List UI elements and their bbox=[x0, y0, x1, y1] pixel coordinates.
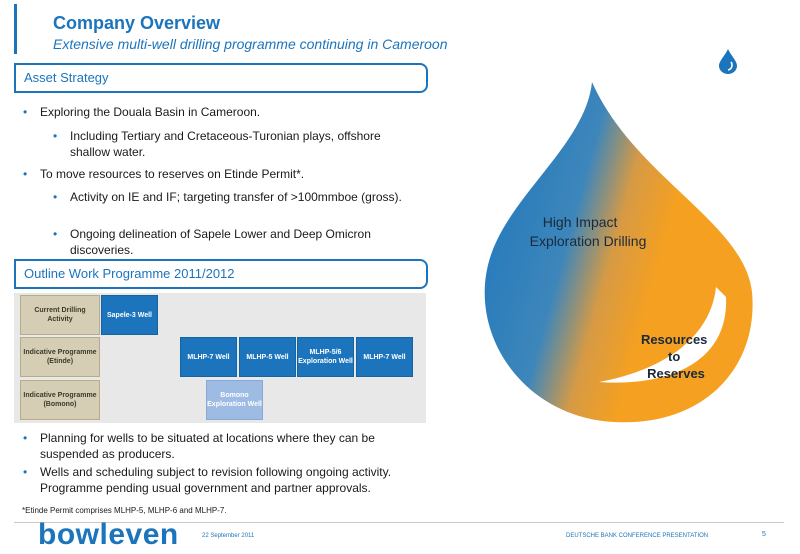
drop-graphic: High Impact Exploration Drilling Resourc… bbox=[484, 82, 753, 423]
bullet-glyph: • bbox=[53, 190, 58, 204]
row-label-etinde: Indicative Programme (Etinde) bbox=[20, 337, 100, 377]
bullet-text: Ongoing delineation of Sapele Lower and … bbox=[70, 227, 371, 257]
bullet-glyph: • bbox=[53, 227, 58, 241]
bullet-glyph: • bbox=[53, 129, 58, 143]
asset-strategy-title: Asset Strategy bbox=[24, 70, 109, 85]
bullet-text: Wells and scheduling subject to revision… bbox=[40, 465, 392, 495]
water-drop-icon bbox=[719, 49, 737, 74]
bullet-glyph: • bbox=[23, 105, 28, 119]
graphic-lower-line-1: Resources bbox=[641, 332, 707, 347]
bullet-item: • Ongoing delineation of Sapele Lower an… bbox=[53, 226, 420, 258]
asset-strategy-header: Asset Strategy bbox=[14, 63, 428, 93]
bullet-item: • Exploring the Douala Basin in Cameroon… bbox=[23, 104, 420, 120]
drop-shape bbox=[484, 82, 753, 423]
graphic-lower-line-2: to bbox=[668, 349, 680, 364]
bullet-text: Planning for wells to be situated at loc… bbox=[40, 431, 375, 461]
page-number: 5 bbox=[762, 531, 766, 538]
page-subtitle: Extensive multi-well drilling programme … bbox=[53, 36, 448, 52]
footer-date: 22 September 2011 bbox=[202, 533, 255, 539]
well-mlhp-7: MLHP-7 Well bbox=[180, 337, 237, 377]
well-bomono-exploration: Bomono Exploration Well bbox=[206, 380, 263, 420]
graphic-lower-text: Resources to Reserves bbox=[641, 332, 711, 381]
graphic-upper-text: High Impact Exploration Drilling bbox=[530, 214, 647, 249]
outline-programme-title: Outline Work Programme 2011/2012 bbox=[24, 266, 235, 281]
graphic-upper-line-2: Exploration Drilling bbox=[530, 233, 647, 249]
row-label-current-drilling: Current Drilling Activity bbox=[20, 295, 100, 335]
graphic-lower-line-3: Reserves bbox=[647, 366, 705, 381]
bullet-item: • Including Tertiary and Cretaceous-Turo… bbox=[53, 128, 420, 160]
bullet-text: To move resources to reserves on Etinde … bbox=[40, 167, 305, 181]
bullet-text: Exploring the Douala Basin in Cameroon. bbox=[40, 105, 261, 119]
drop-highlight bbox=[599, 287, 727, 383]
outline-programme-header: Outline Work Programme 2011/2012 bbox=[14, 259, 428, 289]
bullet-item: • Wells and scheduling subject to revisi… bbox=[23, 464, 420, 496]
bullet-glyph: • bbox=[23, 465, 28, 479]
well-mlhp-5: MLHP-5 Well bbox=[239, 337, 296, 377]
row-label-bomono: Indicative Programme (Bomono) bbox=[20, 380, 100, 420]
footnote: *Etinde Permit comprises MLHP-5, MLHP-6 … bbox=[22, 506, 227, 515]
bullet-glyph: • bbox=[23, 167, 28, 181]
bullet-item: • Activity on IE and IF; targeting trans… bbox=[53, 189, 420, 205]
bullet-text: Including Tertiary and Cretaceous-Turoni… bbox=[70, 129, 381, 159]
graphic-upper-line-1: High Impact bbox=[543, 214, 618, 230]
well-sapele-3: Sapele-3 Well bbox=[101, 295, 158, 335]
title-block: Company Overview Extensive multi-well dr… bbox=[14, 4, 457, 54]
bullet-item: • Planning for wells to be situated at l… bbox=[23, 430, 420, 462]
footer-divider bbox=[14, 522, 784, 523]
well-mlhp-7-second: MLHP-7 Well bbox=[356, 337, 413, 377]
page-title: Company Overview bbox=[53, 13, 221, 33]
bullet-glyph: • bbox=[23, 431, 28, 445]
bullet-text: Activity on IE and IF; targeting transfe… bbox=[70, 190, 402, 204]
bullet-item: • To move resources to reserves on Etind… bbox=[23, 166, 420, 182]
company-logo: bowleven bbox=[38, 518, 179, 551]
well-mlhp-5-6-exploration: MLHP-5/6 Exploration Well bbox=[297, 337, 354, 377]
footer-conference: DEUTSCHE BANK CONFERENCE PRESENTATION bbox=[566, 533, 709, 539]
